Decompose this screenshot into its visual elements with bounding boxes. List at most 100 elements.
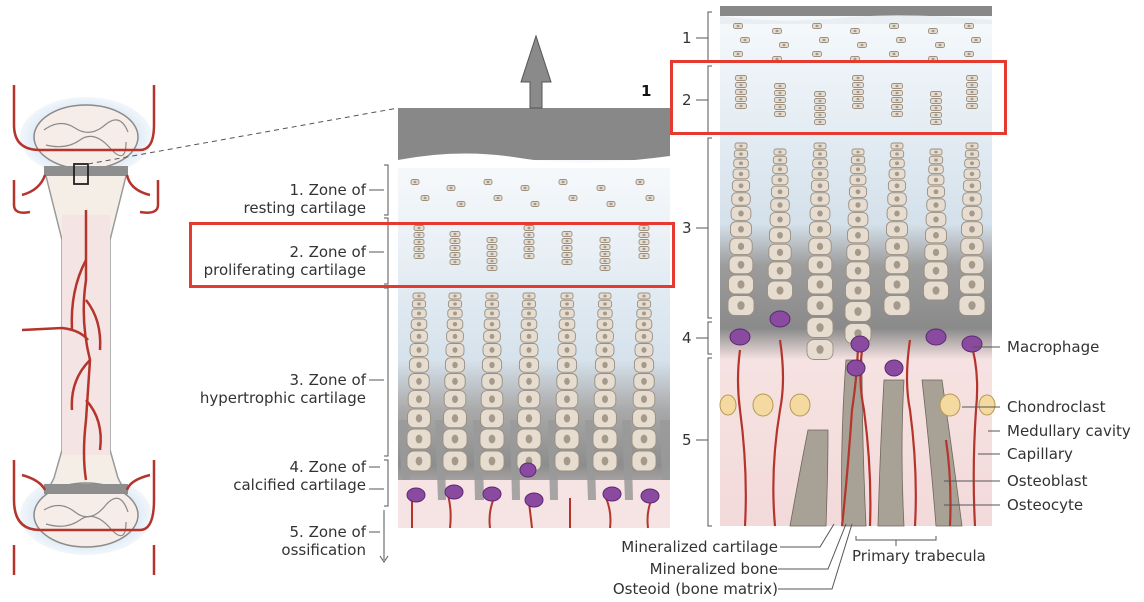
- cell-nucleus: [775, 57, 779, 61]
- cell-nucleus: [737, 301, 745, 310]
- cell-nucleus: [817, 183, 823, 189]
- cell-nucleus: [777, 202, 783, 208]
- medullary-cavity-label: Medullary cavity: [1007, 422, 1131, 440]
- cell-nucleus: [969, 210, 975, 217]
- cell-nucleus: [527, 294, 531, 298]
- cell-nucleus: [818, 92, 822, 96]
- cell-nucleus: [855, 167, 861, 172]
- cell-nucleus: [854, 266, 862, 275]
- cell-nucleus: [417, 294, 421, 298]
- cell-nucleus: [893, 301, 901, 310]
- cell-nucleus: [969, 161, 975, 166]
- long-bone-illustration: [12, 85, 399, 575]
- cell-nucleus: [561, 180, 565, 184]
- cell-nucleus: [488, 395, 496, 403]
- figure-marker: 1: [641, 82, 652, 100]
- cell-nucleus: [641, 333, 647, 339]
- cell-nucleus: [564, 361, 570, 369]
- cell-nucleus: [818, 144, 822, 148]
- cell-nucleus: [970, 83, 974, 87]
- cell-nucleus: [739, 144, 743, 148]
- cell-nucleus: [818, 152, 822, 156]
- cell-nucleus: [778, 158, 782, 162]
- cell-nucleus: [932, 286, 940, 295]
- cell-nucleus: [933, 177, 939, 183]
- cell-nucleus: [459, 202, 463, 206]
- cell-nucleus: [415, 395, 423, 403]
- cell-nucleus: [453, 253, 457, 257]
- cell-nucleus: [564, 377, 570, 385]
- cell-nucleus: [565, 294, 569, 298]
- cell-nucleus: [489, 377, 495, 385]
- cell-nucleus: [934, 113, 938, 117]
- cell-nucleus: [603, 245, 607, 249]
- cell-nucleus: [526, 333, 532, 339]
- cell-nucleus: [564, 321, 570, 327]
- highlight-zone-2-proliferating: [189, 222, 675, 288]
- cell-nucleus: [452, 347, 458, 353]
- zone-2-label: 2. Zone of proliferating cartilage: [204, 243, 366, 279]
- cell-nucleus: [817, 210, 823, 217]
- cell-nucleus: [934, 158, 938, 162]
- zone-2-line1: 2. Zone of: [289, 243, 367, 261]
- cell-nucleus: [641, 321, 647, 327]
- cell-nucleus: [778, 91, 782, 95]
- cell-nucleus: [934, 99, 938, 103]
- cell-nucleus: [932, 248, 940, 257]
- zone-3-line1: 3. Zone of: [289, 371, 367, 389]
- zone-2-line2: proliferating cartilage: [203, 261, 366, 279]
- cell-nucleus: [775, 29, 779, 33]
- cell-nucleus: [488, 434, 496, 444]
- cell-nucleus: [743, 38, 747, 42]
- cell-nucleus: [641, 377, 647, 385]
- cell-nucleus: [856, 83, 860, 87]
- cell-nucleus: [892, 52, 896, 56]
- cell-nucleus: [818, 120, 822, 124]
- cell-nucleus: [816, 260, 824, 269]
- cell-nucleus: [648, 196, 652, 200]
- zone-3-label: 3. Zone of hypertrophic cartilage: [200, 371, 366, 407]
- cell-nucleus: [968, 301, 976, 310]
- cell-nucleus: [855, 216, 861, 223]
- cell-nucleus: [738, 183, 744, 189]
- cell-nucleus: [817, 196, 823, 202]
- cell-nucleus: [490, 252, 494, 256]
- cell-nucleus: [933, 216, 939, 223]
- cell-nucleus: [974, 38, 978, 42]
- middle-zone-brackets: [369, 164, 389, 563]
- cell-nucleus: [489, 361, 495, 369]
- cell-nucleus: [602, 333, 608, 339]
- macrophage-label: Macrophage: [1007, 338, 1100, 356]
- mineralized-cartilage-label: Mineralized cartilage: [621, 538, 778, 556]
- cell-nucleus: [892, 24, 896, 28]
- cell-nucleus: [563, 434, 571, 444]
- right-zone-number-2: 2: [682, 91, 692, 109]
- cell-nucleus: [565, 253, 569, 257]
- cell-nucleus: [603, 238, 607, 242]
- cell-nucleus: [642, 254, 646, 258]
- cell-nucleus: [603, 252, 607, 256]
- cell-nucleus: [778, 84, 782, 88]
- cell-nucleus: [526, 377, 532, 385]
- cell-nucleus: [565, 260, 569, 264]
- cell-nucleus: [970, 90, 974, 94]
- cell-nucleus: [854, 248, 862, 257]
- cell-nucleus: [603, 302, 607, 306]
- cell-nucleus: [417, 254, 421, 258]
- cell-nucleus: [739, 83, 743, 87]
- cell-nucleus: [490, 245, 494, 249]
- cell-nucleus: [815, 52, 819, 56]
- cell-nucleus: [778, 112, 782, 116]
- cell-nucleus: [451, 395, 459, 403]
- cell-nucleus: [415, 414, 423, 423]
- cell-nucleus: [641, 347, 647, 353]
- cell-nucleus: [603, 259, 607, 263]
- cell-nucleus: [601, 395, 609, 403]
- cell-nucleus: [486, 180, 490, 184]
- cell-nucleus: [638, 180, 642, 184]
- right-zone-number-3: 3: [682, 219, 692, 237]
- middle-panel-illustration: [398, 34, 670, 529]
- cell-nucleus: [416, 361, 422, 369]
- cell-nucleus: [895, 84, 899, 88]
